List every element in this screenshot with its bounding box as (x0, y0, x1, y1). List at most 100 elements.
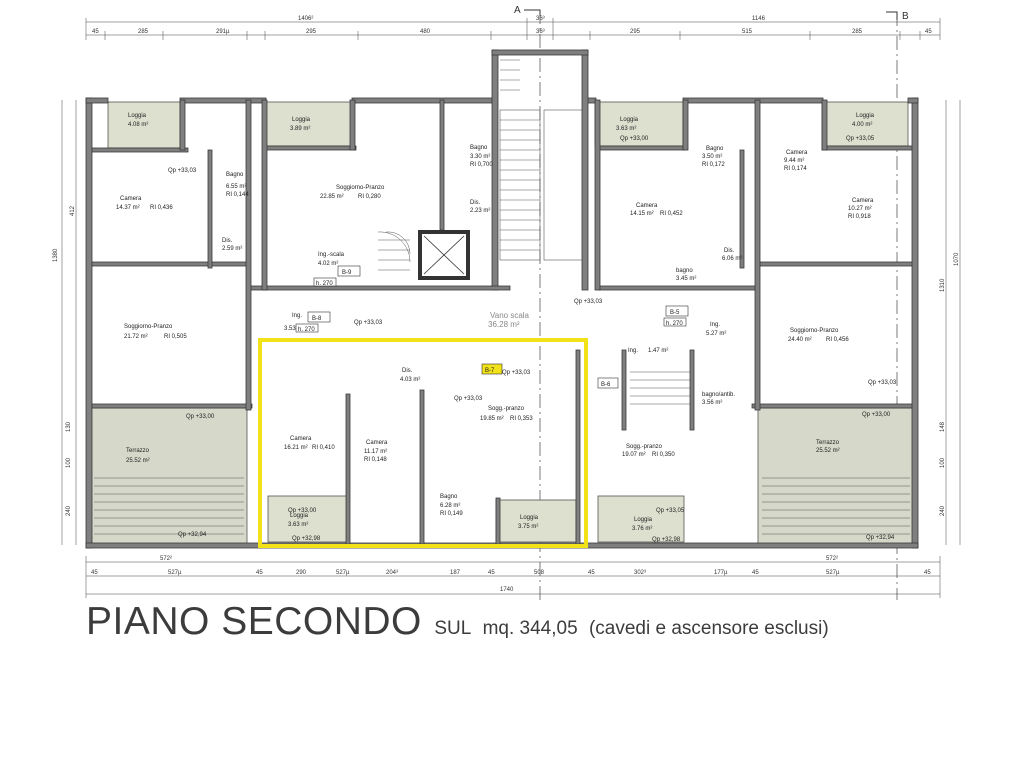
loggia-bottom-3 (597, 495, 685, 543)
top-dim-r2-2: 285 (138, 29, 149, 35)
bottom-dim-total: 1740 (500, 587, 514, 593)
room-name: Soggiorno-Pranzo (790, 328, 839, 334)
room-area: 3.75 m² (518, 524, 538, 530)
room-area: 6.55 m² (226, 184, 246, 190)
level-mark: Qp +33,00 (862, 412, 891, 418)
room-name: Loggia (856, 113, 875, 119)
left-dimensions: 1380 412 130 100 240 (53, 100, 77, 545)
top-dimensions: 1406² 36³ 1146 45 285 291µ 295 480 36³ 2… (85, 16, 941, 40)
right-dim-5: 240 (940, 505, 946, 516)
loggia-bottom-2 (495, 499, 577, 543)
room-name: bagno (676, 268, 693, 274)
bottom-dim-r2: 45 (488, 570, 495, 576)
level-mark: Qp +33,03 (354, 320, 383, 326)
room-name: Dis. (222, 238, 233, 244)
bottom-dim-r1-1: 572² (160, 556, 172, 562)
level-mark: Qp +33,00 (288, 508, 317, 514)
room-name: Loggia (620, 117, 639, 123)
bottom-dim-r2: 290 (296, 570, 307, 576)
level-mark: Qp +33,05 (846, 136, 875, 142)
room-area: 25.52 m² (816, 448, 840, 454)
plan-title-main: PIANO SECONDO (86, 600, 422, 643)
room-area: 19.07 m² (622, 452, 646, 458)
plan-title-sub: SUL mq. 344,05 (cavedi e ascensore esclu… (434, 618, 834, 639)
right-dimensions: 1070 1310 148 100 240 (940, 100, 961, 545)
right-dim-1: 1070 (954, 252, 960, 266)
loggia-top-right (821, 101, 909, 147)
top-dim-r2-8: 515 (742, 29, 753, 35)
room-area: 1.47 m² (648, 348, 668, 354)
level-mark: Qp +33,03 (502, 370, 531, 376)
room-name: Camera (636, 203, 658, 209)
level-mark: Qp +32,94 (178, 532, 207, 538)
bottom-dim-r2: 45 (924, 570, 931, 576)
room-area: 11.17 m² (364, 449, 387, 455)
room-area: 22.85 m² (320, 194, 344, 200)
top-dim-3: 1146 (752, 16, 766, 22)
left-dim-5: 240 (66, 505, 72, 516)
bottom-dim-r2: 187 (450, 570, 461, 576)
room-name: Terrazzo (126, 448, 150, 454)
bottom-dim-r2: 45 (588, 570, 595, 576)
room-name: Sogg.-pranzo (626, 444, 663, 450)
unit-level: h. 270 (298, 327, 315, 333)
room-ri: RI 0,918 (848, 214, 871, 220)
room-area: 3.30 m² (470, 154, 490, 160)
bottom-dimensions: 572² 572² 45 527µ 45 290 527µ 204³ 187 4… (85, 556, 941, 598)
room-name: Camera (120, 196, 142, 202)
room-area: 4.08 m² (128, 122, 148, 128)
room-name: Ing. (710, 322, 720, 328)
sul-label: SUL (434, 618, 472, 639)
left-dim-2: 412 (70, 205, 76, 216)
room-name: Loggia (292, 117, 311, 123)
room-name: Bagno (440, 494, 458, 500)
room-ri: RI 0,456 (826, 337, 849, 343)
plan-title: PIANO SECONDO SUL mq. 344,05 (cavedi e a… (86, 600, 835, 644)
level-mark: Qp +33,03 (868, 380, 897, 386)
room-ri: RI 0,149 (440, 511, 463, 517)
room-name: Dis. (470, 200, 481, 206)
room-name: Soggiorno-Pranzo (336, 185, 385, 191)
room-area: 4.00 m² (852, 122, 872, 128)
terrace-hatching (94, 477, 910, 535)
room-area: 14.15 m² (630, 211, 654, 217)
room-name: Camera (366, 440, 388, 446)
highlighted-unit-outline (258, 338, 588, 548)
stair-flight (377, 59, 690, 405)
room-area: 3.76 m² (632, 526, 652, 532)
right-dim-4: 100 (940, 457, 946, 468)
room-area: 4.03 m² (400, 377, 420, 383)
room-name: Camera (852, 198, 874, 204)
top-dim-r2-5: 480 (420, 29, 431, 35)
section-b-top-label: B (902, 11, 909, 22)
room-area: 6.06 m² (722, 256, 742, 262)
sul-note: (cavedi e ascensore esclusi) (588, 618, 829, 639)
room-area: 3.56 m² (702, 400, 722, 406)
room-name: Camera (290, 436, 312, 442)
room-ri: RI 0,174 (784, 166, 807, 172)
room-name: Ing.-scala (318, 252, 345, 258)
room-ri: RI 0,436 (150, 205, 173, 211)
left-dim-1: 1380 (53, 248, 59, 262)
unit-tag-b7: B-7 (485, 368, 495, 374)
loggia-top-center (265, 101, 353, 147)
room-area: 6.28 m² (440, 503, 460, 509)
room-name: Sogg.-pranzo (488, 406, 525, 412)
bottom-dim-r2: 45 (256, 570, 263, 576)
sul-area: mq. 344,05 (482, 618, 578, 639)
room-ri: RI 0,144 (226, 192, 249, 198)
unit-tag-b8: B-8 (312, 316, 322, 322)
room-ri: RI 0,172 (702, 162, 725, 168)
unit-tag-b9: B-9 (342, 270, 352, 276)
room-area: 2.59 m² (222, 246, 242, 252)
bottom-dim-r1-2: 572² (826, 556, 838, 562)
room-area: 10.27 m² (848, 206, 872, 212)
bottom-dim-r2: 45 (752, 570, 759, 576)
room-name: Loggia (290, 513, 309, 519)
room-area: 21.72 m² (124, 334, 148, 340)
unit-tag-b6: B-6 (601, 382, 611, 388)
terraces (89, 101, 915, 547)
top-dim-r2-1: 45 (92, 29, 99, 35)
room-area: 5.27 m² (706, 331, 726, 337)
bottom-dim-r2: 45 (91, 570, 98, 576)
